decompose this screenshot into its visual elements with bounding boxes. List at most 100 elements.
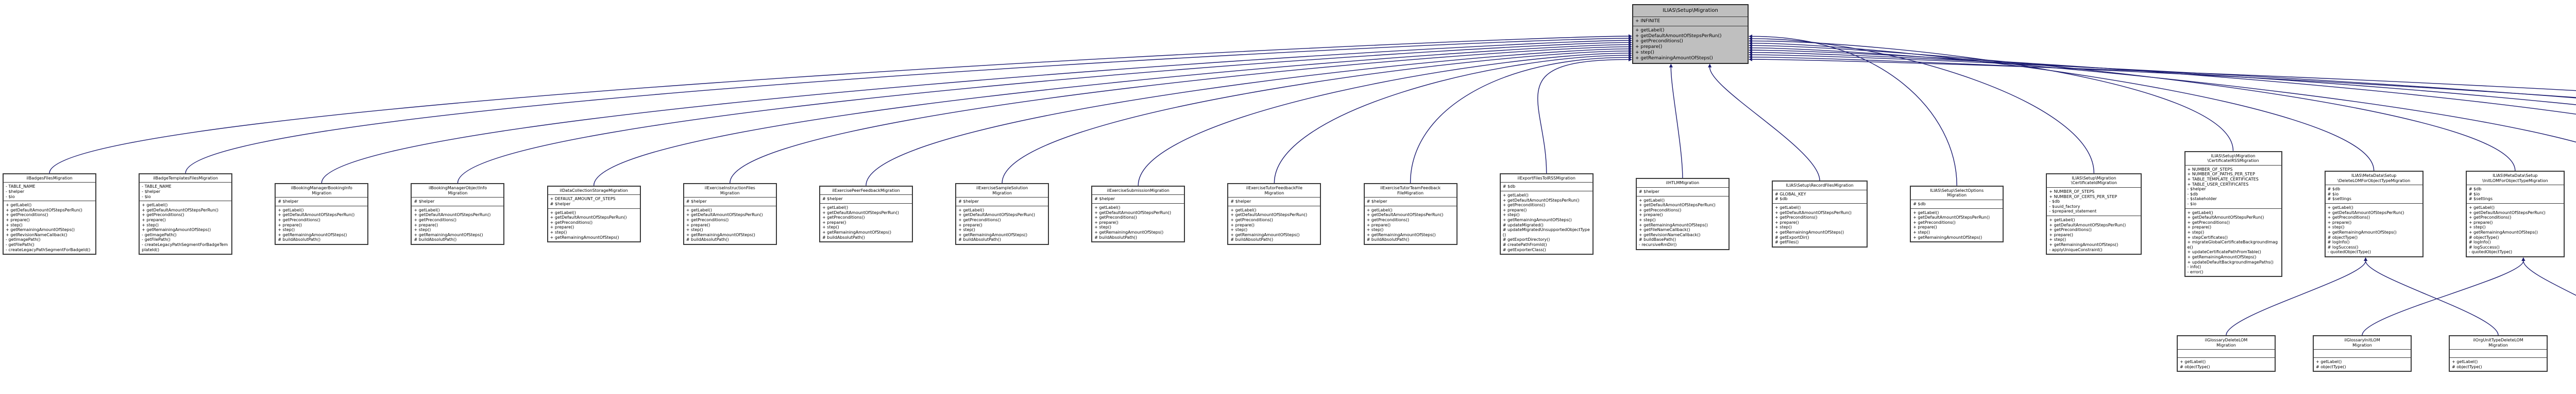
class-title: ilGlossaryDeleteLOM Migration [2178,336,2275,350]
class-node[interactable]: ILIAS\Setup\SelectOptions Migration# $db… [1910,185,2004,243]
inheritance-edge [1709,67,1820,181]
class-node[interactable]: ilBookingManagerObjectInfo Migration# $h… [411,183,505,245]
method-row: + getRevisionNameCallback() [6,232,67,237]
attribute-row: - $helper [2187,187,2206,192]
method-row: + prepare() [1502,207,1527,212]
method-row: + getRemainingAmountOfSteps() [686,232,755,237]
method-row: + getRemainingAmountOfSteps() [1775,229,1844,235]
attribute-row: - $db [2049,199,2060,204]
attribute-row: # $helper [414,199,435,204]
class-title: ilBookingManagerObjectInfo Migration [412,184,504,198]
class-node[interactable]: ilExercisePeerFeedbackMigration# $helper… [819,185,913,243]
class-node[interactable]: ILIAS\Setup\Migration \CertificateIRSSMi… [2184,151,2282,277]
class-node[interactable]: ilExerciseTutorFeedbackFile Migration# $… [1227,183,1321,245]
method-row: + getDefaultAmountOfStepsPerRun() [1502,198,1580,203]
method-row: + getDefaultAmountOfStepsPerRun() [822,210,899,215]
attribute-row: # $io [2468,191,2480,196]
attribute-row: + NUMBER_OF_STEPS [2049,189,2095,194]
class-node[interactable]: ilBadgeTemplatesFilesMigration- TABLE_NA… [139,173,233,255]
method-row: + step() [2049,237,2066,242]
method-row: + getLabel() [686,207,712,212]
method-row: + prepare() [822,220,846,225]
method-row: + updateDefaultBackgroundImagePaths() [2187,259,2274,265]
method-row: + getLabel() [6,203,32,208]
class-attributes: + NUMBER_OF_STEPS+ NUMBER_OF_CERTS_PER_S… [2047,188,2141,216]
attribute-row: + NUMBER_OF_STEPS [2187,167,2233,172]
attribute-row: # GLOBAL_KEY [1775,191,1806,196]
class-node[interactable]: ilExerciseTutorTeamFeedback FileMigratio… [1363,183,1458,245]
method-row: # objectType() [2468,235,2499,240]
method-row: + prepare() [1775,220,1799,225]
method-row: + getPreconditions() [1230,218,1273,222]
class-methods: + getLabel()+ getDefaultAmountOfStepsPer… [4,201,95,254]
class-node[interactable]: ilExerciseInstructionFiles Migration# $h… [683,183,777,245]
class-title: ilOrgUnitTypeDeleteLOM Migration [2450,336,2547,350]
attribute-row: + NUMBER_OF_PATHS_PER_STEP [2187,172,2255,177]
class-node[interactable]: ilExerciseSampleSolution Migration# $hel… [955,183,1049,245]
class-attributes: # GLOBAL_KEY# $db [1773,190,1867,204]
method-row: + getLabel() [550,210,576,215]
class-attributes: # $db [1911,200,2003,209]
class-node[interactable]: ILIAS\MetaData\Setup \DeleteLOMForObject… [2324,171,2424,257]
class-methods: + getLabel()+ getDefaultAmountOfStepsPer… [1773,204,1867,247]
method-row: # getFiles() [1775,240,1799,245]
class-node[interactable]: ilHTLMMigration# $helper+ getLabel()+ ge… [1635,178,1730,250]
inheritance-edge [2523,260,2576,296]
method-row: + prepare() [2468,220,2493,225]
attribute-row: + INFINITE [1635,19,1660,24]
method-row: + getPreconditions() [6,212,48,218]
method-row: + step() [6,222,23,227]
method-row: + getLabel() [2452,359,2478,365]
method-row: + getPreconditions() [142,212,184,218]
method-row: + migrateGlobalCertificateBackgroundImag… [2187,240,2278,250]
class-node[interactable]: ilExportFilesToIRSSMigration# $db+ getLa… [1499,173,1594,255]
attribute-row: - $io [142,194,151,199]
class-attributes: # $db# $io# $settings [2466,185,2564,204]
class-node[interactable]: ilBookingManagerBookingInfo Migration# $… [275,183,369,245]
attribute-row: + NUMBER_OF_CERTS_PER_STEP [2049,194,2117,199]
class-node[interactable]: ilExerciseSubmissionMigration# $helper+ … [1091,185,1185,243]
class-node[interactable]: ILIAS\MetaData\Setup \InitLOMForObjectTy… [2465,171,2565,257]
method-row: + step() [550,229,567,235]
class-attributes: - TABLE_NAME- $helper- $io [4,183,95,202]
method-row: + getRemainingAmountOfSteps() [278,232,347,237]
class-node[interactable]: ILIAS\Setup\Migration \CertificateIdMigr… [2046,173,2142,255]
arrowhead [1629,57,1632,62]
method-row: # buildAbsolutPath() [414,237,457,242]
method-row: - quotedObjectType() [2327,250,2371,255]
class-node[interactable]: ilBadgesFilesMigration- TABLE_NAME- $hel… [3,173,96,255]
class-node[interactable]: ilOrgUnitTypeDeleteLOM Migration + getLab… [2449,335,2548,372]
method-row: + step() [958,227,975,233]
method-row: # createPathFromId() [1502,242,1547,247]
class-node[interactable]: ilGlossaryInitLOM Migration+ getLabel()#… [2313,335,2412,372]
class-methods: + getLabel()+ getDefaultAmountOfStepsPer… [548,209,640,242]
class-title: ilBadgesFilesMigration [4,174,95,183]
method-row: + getDefaultAmountOfStepsPerRun() [278,212,355,218]
class-node[interactable]: ILIAS\Setup\RecordFilesMigration# GLOBAL… [1772,180,1868,248]
class-methods: + getLabel()+ getDefaultAmountOfStepsPer… [1228,206,1320,244]
class-methods: + getLabel()+ getDefaultAmountOfStepsPer… [2185,209,2281,276]
inheritance-edge [1752,56,2576,98]
method-row: + getDefaultAmountOfStepsPerRun() [550,215,627,220]
class-methods: + getLabel()# objectType() [2450,358,2547,371]
class-attributes: # $helper [956,198,1048,206]
class-methods: + getLabel()+ getDefaultAmountOfStepsPer… [412,206,503,244]
method-row: + getDefaultAmountOfStepsPerRun() [2049,222,2126,227]
class-attributes: # $helper [412,198,504,206]
method-row: + step() [2468,225,2486,230]
attribute-row: - TABLE_NAME [6,184,36,189]
class-node[interactable]: ilDataCollectionStorageMigration+ DEFAUL… [547,185,641,243]
method-row: # getExportDir() [1775,235,1809,240]
attribute-row: # $db [1775,196,1788,202]
class-node[interactable]: ilGlossaryDeleteLOM Migration+ getLabel(… [2177,335,2276,372]
inheritance-edge [1752,36,1957,186]
method-row: + prepare() [1638,212,1663,218]
class-attributes: # $helper [1364,198,1456,206]
arrowhead [2521,257,2526,261]
attribute-row: # $helper [686,199,707,204]
method-row: # buildAbsolutPath() [958,237,1001,242]
class-methods: + getLabel() + getDefaultAmountOfStepsPe… [1633,26,1748,63]
class-title: ilGlossaryInitLOM Migration [2314,336,2411,350]
method-row: + prepare() [1094,220,1118,225]
